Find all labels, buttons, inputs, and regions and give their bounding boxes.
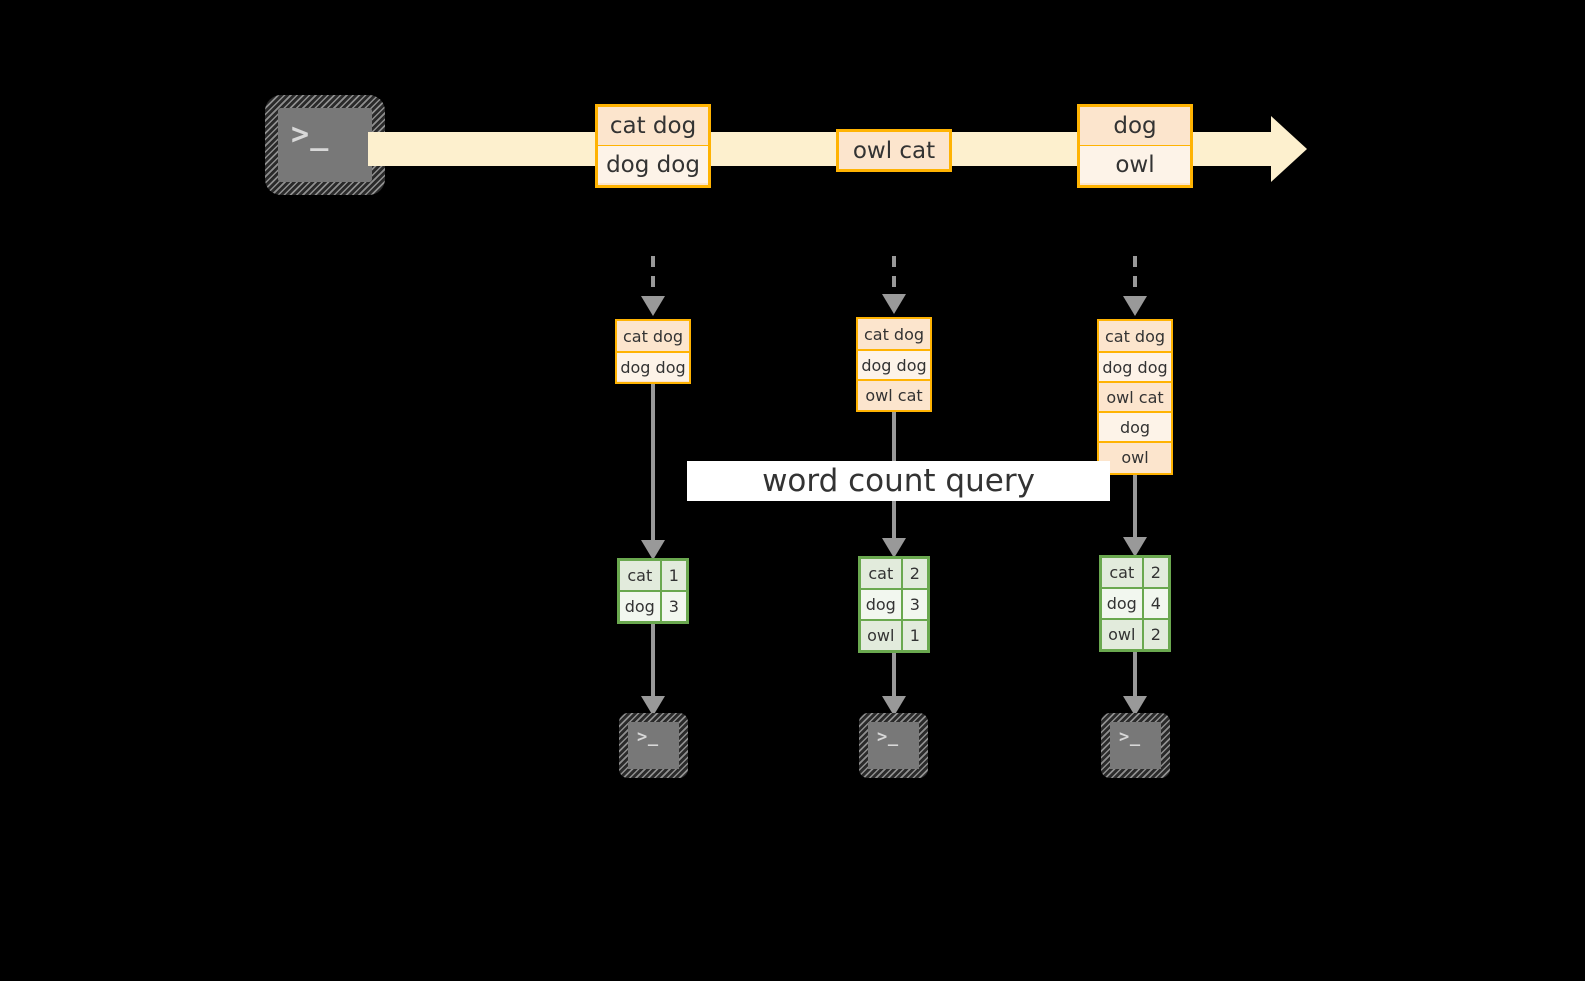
stage-2-accumulated-messages[interactable]: cat dog dog dog owl cat (856, 317, 932, 412)
accumulated-message-line: dog (1099, 411, 1171, 441)
result-count: 4 (1141, 589, 1168, 618)
stage-3-ingest-arrowhead (1123, 296, 1147, 316)
terminal-prompt-glyph: >_ (291, 117, 330, 152)
result-count: 2 (900, 559, 927, 588)
stage-1-ingest-connector (651, 256, 655, 298)
result-word: cat (620, 561, 660, 590)
stage-3-query-connector (1133, 475, 1137, 549)
source-terminal-icon[interactable]: >_ (265, 95, 385, 195)
stage-3-sink-terminal-icon[interactable]: >_ (1101, 713, 1170, 778)
stage-3-result-table[interactable]: cat 2 dog 4 owl 2 (1099, 555, 1171, 652)
table-row: cat 2 (861, 559, 927, 588)
stage-1-query-connector (651, 384, 655, 552)
stage-3-sink-connector (1133, 652, 1137, 706)
stage-2-query-arrowhead (882, 538, 906, 558)
accumulated-message-line: dog dog (858, 349, 930, 379)
stream-message-batch-2[interactable]: owl cat (836, 129, 952, 172)
stage-1-query-arrowhead (641, 540, 665, 560)
stage-1-ingest-arrowhead (641, 296, 665, 316)
query-label-text: word count query (762, 463, 1035, 499)
result-count: 3 (659, 592, 686, 621)
table-row: dog 3 (861, 588, 927, 619)
stage-2-sink-terminal-icon[interactable]: >_ (859, 713, 928, 778)
stage-1-sink-connector (651, 624, 655, 706)
stage-1-accumulated-messages[interactable]: cat dog dog dog (615, 319, 691, 384)
stage-3-query-arrowhead (1123, 537, 1147, 557)
word-count-query-label: word count query (687, 461, 1110, 501)
stream-message-line: dog dog (598, 145, 708, 183)
result-count: 1 (659, 561, 686, 590)
result-count: 2 (1141, 558, 1168, 587)
stream-message-line: cat dog (598, 107, 708, 145)
result-count: 3 (900, 590, 927, 619)
stage-3-ingest-connector (1133, 256, 1137, 298)
accumulated-message-line: owl cat (858, 379, 930, 409)
accumulated-message-line: cat dog (858, 319, 930, 349)
stage-3-accumulated-messages[interactable]: cat dog dog dog owl cat dog owl (1097, 319, 1173, 475)
stage-2-result-table[interactable]: cat 2 dog 3 owl 1 (858, 556, 930, 653)
result-word: dog (620, 592, 660, 621)
stream-message-batch-3[interactable]: dog owl (1077, 104, 1193, 188)
accumulated-message-line: cat dog (1099, 321, 1171, 351)
input-stream-arrowhead (1271, 116, 1307, 182)
stage-1-sink-arrowhead (641, 696, 665, 716)
stage-2-sink-arrowhead (882, 696, 906, 716)
stage-1-result-table[interactable]: cat 1 dog 3 (617, 558, 689, 624)
table-row: owl 2 (1102, 618, 1168, 649)
table-row: cat 1 (620, 561, 686, 590)
result-word: owl (861, 621, 901, 650)
stream-message-batch-1[interactable]: cat dog dog dog (595, 104, 711, 188)
terminal-prompt-glyph: >_ (1119, 727, 1141, 747)
stream-message-line: owl (1080, 145, 1190, 183)
table-row: dog 4 (1102, 587, 1168, 618)
result-word: cat (861, 559, 901, 588)
table-row: owl 1 (861, 619, 927, 650)
result-word: owl (1102, 620, 1142, 649)
result-count: 1 (900, 621, 927, 650)
result-word: dog (1102, 589, 1142, 618)
table-row: dog 3 (620, 590, 686, 621)
accumulated-message-line: cat dog (617, 321, 689, 351)
stream-message-line: dog (1080, 107, 1190, 145)
result-count: 2 (1141, 620, 1168, 649)
accumulated-message-line: owl cat (1099, 381, 1171, 411)
stream-message-line: owl cat (839, 132, 949, 169)
accumulated-message-line: dog dog (1099, 351, 1171, 381)
stage-2-sink-connector (892, 653, 896, 706)
terminal-prompt-glyph: >_ (637, 727, 659, 747)
stage-2-ingest-arrowhead (882, 294, 906, 314)
accumulated-message-line: owl (1099, 441, 1171, 471)
terminal-prompt-glyph: >_ (877, 727, 899, 747)
table-row: cat 2 (1102, 558, 1168, 587)
stage-1-sink-terminal-icon[interactable]: >_ (619, 713, 688, 778)
result-word: cat (1102, 558, 1142, 587)
stage-3-sink-arrowhead (1123, 696, 1147, 716)
stage-2-ingest-connector (892, 256, 896, 296)
accumulated-message-line: dog dog (617, 351, 689, 381)
result-word: dog (861, 590, 901, 619)
